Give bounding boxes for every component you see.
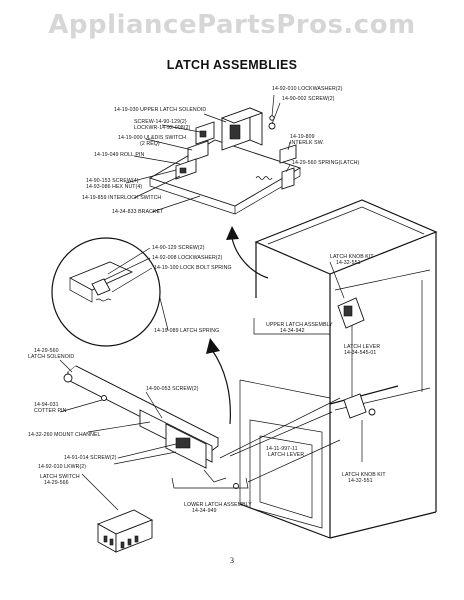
diagram-title: LATCH ASSEMBLIES [166, 58, 298, 72]
label-knob-kit-lower-2: 14-32-551 [348, 478, 373, 484]
label-lower-latch-assembly-1: LOWER LATCH ASSEMBLY [184, 502, 252, 508]
label-lock-bolt-spring: 14-19-100 LOCK BOLT SPRING [154, 265, 232, 271]
label-knob-kit-upper-2: 14-32-551 [336, 260, 361, 266]
label-latch-switch-2: 14-29-566 [44, 480, 69, 486]
label-latch-lever-center-1: 14-11-997-11 [266, 446, 298, 452]
label-upper-latch-assembly-1: UPPER LATCH ASSEMBLY [266, 322, 333, 328]
label-latch-lever-right-2: 14-34-545-01 [344, 350, 377, 356]
label-mount-channel: 14-32-260 MOUNT CHANNEL [28, 432, 101, 438]
label-screw-top: 14-90-002 SCREW(2) [282, 96, 335, 102]
lower-assembly-drawing [59, 359, 363, 553]
label-hex-nut-4: 14-93-086 HEX NUT(4) [86, 184, 143, 190]
direction-arrows [206, 226, 269, 425]
label-interlk-sw-1: 14-19-809 [290, 134, 315, 140]
label-ul-dis-switch-1: 14-19-000 UL&DIS SWITCH [118, 135, 187, 141]
label-screw-2-mid: 14-90-129 SCREW(2) [152, 245, 205, 251]
label-interlock-switch: 14-19-859 INTERLOCK SWITCH [82, 195, 162, 201]
label-screw-lockwr-2: LOCKWR-14-92-008(2) [134, 125, 191, 131]
page-number: 3 [230, 556, 234, 565]
label-ul-dis-switch-2: (2 REQ) [140, 141, 160, 147]
label-upper-latch-solenoid: 14-19-030 UPPER LATCH SOLENOID [114, 107, 207, 113]
oven-cabinet-drawing [239, 199, 438, 539]
label-latch-lever-center-2: LATCH LEVER [268, 452, 305, 458]
label-latch-solenoid-1: 14-29-560 [34, 348, 59, 354]
label-screw-2-lower: 14-90-053 SCREW(2) [146, 386, 199, 392]
detail-zoom-circle [51, 237, 169, 347]
label-latch-lever-right-1: LATCH LEVER [344, 344, 381, 350]
upper-assembly-drawing [125, 94, 302, 215]
label-screw-lockwr-1: SCREW-14-90-129(2) [134, 119, 187, 125]
label-lockwasher-top: 14-92-010 LOCKWASHER(2) [272, 86, 343, 92]
label-latch-solenoid-2: LATCH SOLENOID [28, 354, 75, 360]
label-screw-2-lower2: 14-91-014 SCREW(2) [64, 455, 117, 461]
label-knob-kit-upper-1: LATCH KNOB KIT [330, 254, 374, 260]
label-cotter-pin-1: 14-94-031 [34, 402, 59, 408]
label-screw-4: 14-90-153 SCREW(4) [86, 178, 139, 184]
label-latch-spring: 14-19-089 LATCH SPRING [154, 328, 220, 334]
label-roll-pin: 14-19-049 ROLL PIN [94, 152, 145, 158]
label-knob-kit-lower-1: LATCH KNOB KIT [342, 472, 386, 478]
label-latch-switch-1: LATCH SWITCH [40, 474, 80, 480]
label-bracket: 14-34-833 BRACKET [112, 209, 164, 215]
label-lower-latch-assembly-2: 14-34-949 [192, 508, 217, 514]
label-spring-latch: 14-29-560 SPRING(LATCH) [292, 160, 360, 166]
label-cotter-pin-2: COTTER PIN [34, 408, 67, 414]
watermark-text: AppliancePartsPros.com [48, 10, 416, 40]
label-lkwr-lower: 14-92-010 LKWR(2) [38, 464, 87, 470]
label-lockwasher-mid: 14-92-008 LOCKWASHER(2) [152, 255, 223, 261]
label-upper-latch-assembly-2: 14-34-942 [280, 328, 305, 334]
label-interlk-sw-2: INTERLK SW. [290, 140, 324, 146]
